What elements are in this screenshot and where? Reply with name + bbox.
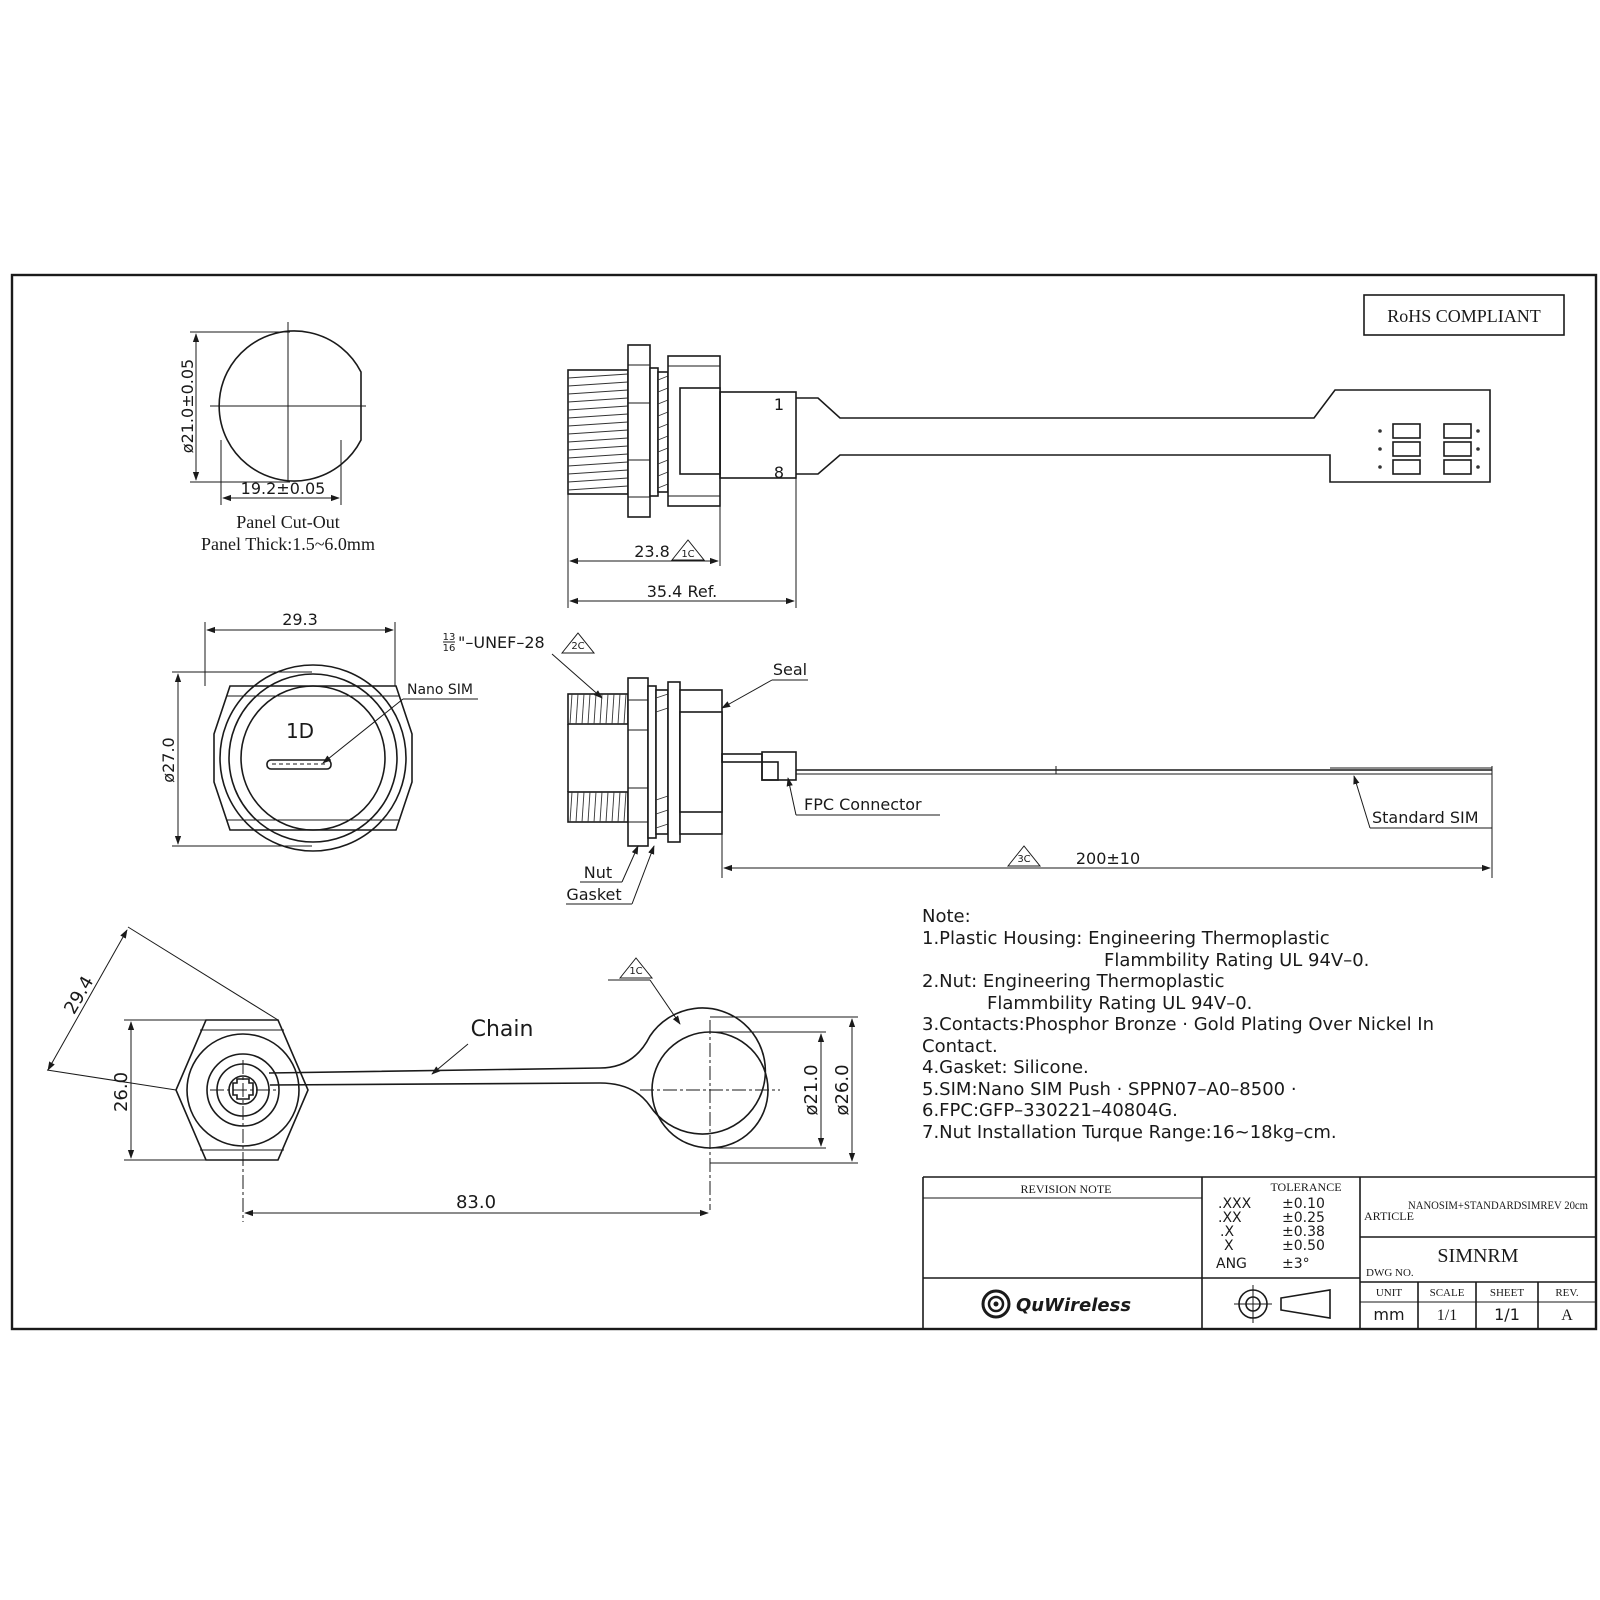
front-diameter-dim: ø27.0 (159, 737, 178, 782)
drawing-border (10, 273, 1598, 1331)
gasket-label: Gasket (566, 885, 621, 904)
cutout-title: Panel Cut-Out (236, 512, 340, 532)
top-side-view: 1 8 23.8 1C 35.4 Ref. (567, 344, 1491, 608)
revision-note-label: REVISION NOTE (1021, 1182, 1112, 1196)
tol-label-xx: .XX (1218, 1210, 1242, 1226)
cap-diag-dim: 29.4 (60, 973, 98, 1018)
unit-value: mm (1373, 1305, 1404, 1324)
ring-inner-dim: ø21.0 (801, 1064, 822, 1115)
tol-label-ang: ANG (1216, 1256, 1247, 1272)
thread-fraction-num: 13 (443, 632, 456, 643)
nano-sim-label: Nano SIM (407, 682, 473, 698)
seal-label: Seal (773, 660, 807, 679)
cutout-diameter-dim: ø21.0±0.05 (178, 359, 197, 453)
note-line-4: Flammbility Rating UL 94V–0. (987, 993, 1252, 1014)
note-line-2: Flammbility Rating UL 94V–0. (1104, 950, 1369, 971)
nut-label: Nut (584, 863, 612, 882)
panel-cutout-view: ø21.0±0.05 19.2±0.05 Panel Cut-Out Panel… (178, 322, 375, 554)
pin1-label: 1 (774, 395, 784, 414)
note-line-8: 5.SIM:Nano SIM Push · SPPN07–A0–8500 · (922, 1079, 1297, 1100)
cutout-thickness: Panel Thick:1.5~6.0mm (201, 534, 375, 554)
sheet-value: 1/1 (1494, 1305, 1520, 1324)
note-line-5: 3.Contacts:Phosphor Bronze · Gold Platin… (922, 1014, 1434, 1035)
rev-label: REV. (1555, 1287, 1579, 1299)
cap-span-dim: 83.0 (456, 1192, 496, 1213)
chain-label: Chain (471, 1017, 534, 1042)
section-view: 13 16 "–UNEF–28 2C Seal FPC Connector St… (443, 632, 1493, 905)
cap-rev: 1C (629, 966, 642, 977)
scale-value: 1/1 (1437, 1307, 1457, 1324)
title-block: REVISION NOTE TOLERANCE .XXX .XX .X X AN… (922, 1176, 1596, 1329)
standard-sim-label: Standard SIM (1372, 808, 1479, 827)
tol-value-int: ±0.50 (1282, 1238, 1325, 1254)
tol-value-ang: ±3° (1282, 1256, 1310, 1272)
thread-rev: 2C (571, 641, 584, 652)
sim-contact-pads (1378, 423, 1480, 475)
front-mark: 1D (286, 719, 314, 743)
notes-title: Note: (922, 906, 971, 927)
dwg-no-value: SIMNRM (1437, 1245, 1518, 1267)
ring-outer-dim: ø26.0 (832, 1064, 853, 1115)
thread-spec: "–UNEF–28 (458, 633, 545, 652)
rev-value: A (1561, 1307, 1573, 1324)
tol-label-int: X (1224, 1238, 1234, 1254)
body-length-dim: 23.8 (634, 542, 670, 561)
note-line-10: 7.Nut Installation Turque Range:16~18kg–… (922, 1122, 1337, 1143)
notes-block: Note: 1.Plastic Housing: Engineering The… (922, 906, 1434, 1143)
tol-value-x: ±0.38 (1282, 1224, 1325, 1240)
scale-label: SCALE (1430, 1287, 1465, 1299)
pin8-label: 8 (774, 463, 784, 482)
article-label: ARTICLE (1364, 1209, 1414, 1223)
front-view: 1D Nano SIM 29.3 ø27.0 (159, 610, 478, 852)
unit-label: UNIT (1376, 1287, 1403, 1299)
ref-length-dim: 35.4 Ref. (647, 582, 718, 601)
tol-label-xxx: .XXX (1218, 1196, 1252, 1212)
tol-value-xx: ±0.25 (1282, 1210, 1325, 1226)
length-rev: 3C (1017, 854, 1030, 865)
fpc-connector-label: FPC Connector (804, 795, 922, 814)
cap-hex-dim: 26.0 (111, 1072, 132, 1112)
note-line-3: 2.Nut: Engineering Thermoplastic (922, 971, 1225, 992)
note-line-7: 4.Gasket: Silicone. (922, 1057, 1089, 1078)
tol-value-xxx: ±0.10 (1282, 1196, 1325, 1212)
rohs-box (1363, 294, 1565, 336)
note-line-9: 6.FPC:GFP–330221–40804G. (922, 1100, 1178, 1121)
projection-symbol-icon (1234, 1285, 1331, 1323)
company-logo: QuWireless (981, 1289, 1131, 1319)
cap-view: Chain 1C 29.4 26.0 ø21.0 ø26.0 83.0 (46, 926, 858, 1222)
article-value: NANOSIM+STANDARDSIMREV 20cm (1408, 1198, 1589, 1212)
body-length-rev: 1C (681, 549, 694, 560)
rohs-label: RoHS COMPLIANT (1387, 306, 1541, 326)
fpc-length-dim: 200±10 (1076, 849, 1140, 868)
dwg-no-label: DWG NO. (1366, 1267, 1414, 1279)
tolerance-label: TOLERANCE (1270, 1180, 1341, 1194)
company-name: QuWireless (1016, 1295, 1131, 1316)
note-line-1: 1.Plastic Housing: Engineering Thermopla… (922, 928, 1330, 949)
thread-fraction-den: 16 (443, 643, 456, 654)
front-width-dim: 29.3 (282, 610, 318, 629)
note-line-6: Contact. (922, 1036, 998, 1057)
tol-label-x: .X (1220, 1224, 1234, 1240)
cutout-flat-dim: 19.2±0.05 (241, 479, 326, 498)
sheet-label: SHEET (1490, 1287, 1525, 1299)
